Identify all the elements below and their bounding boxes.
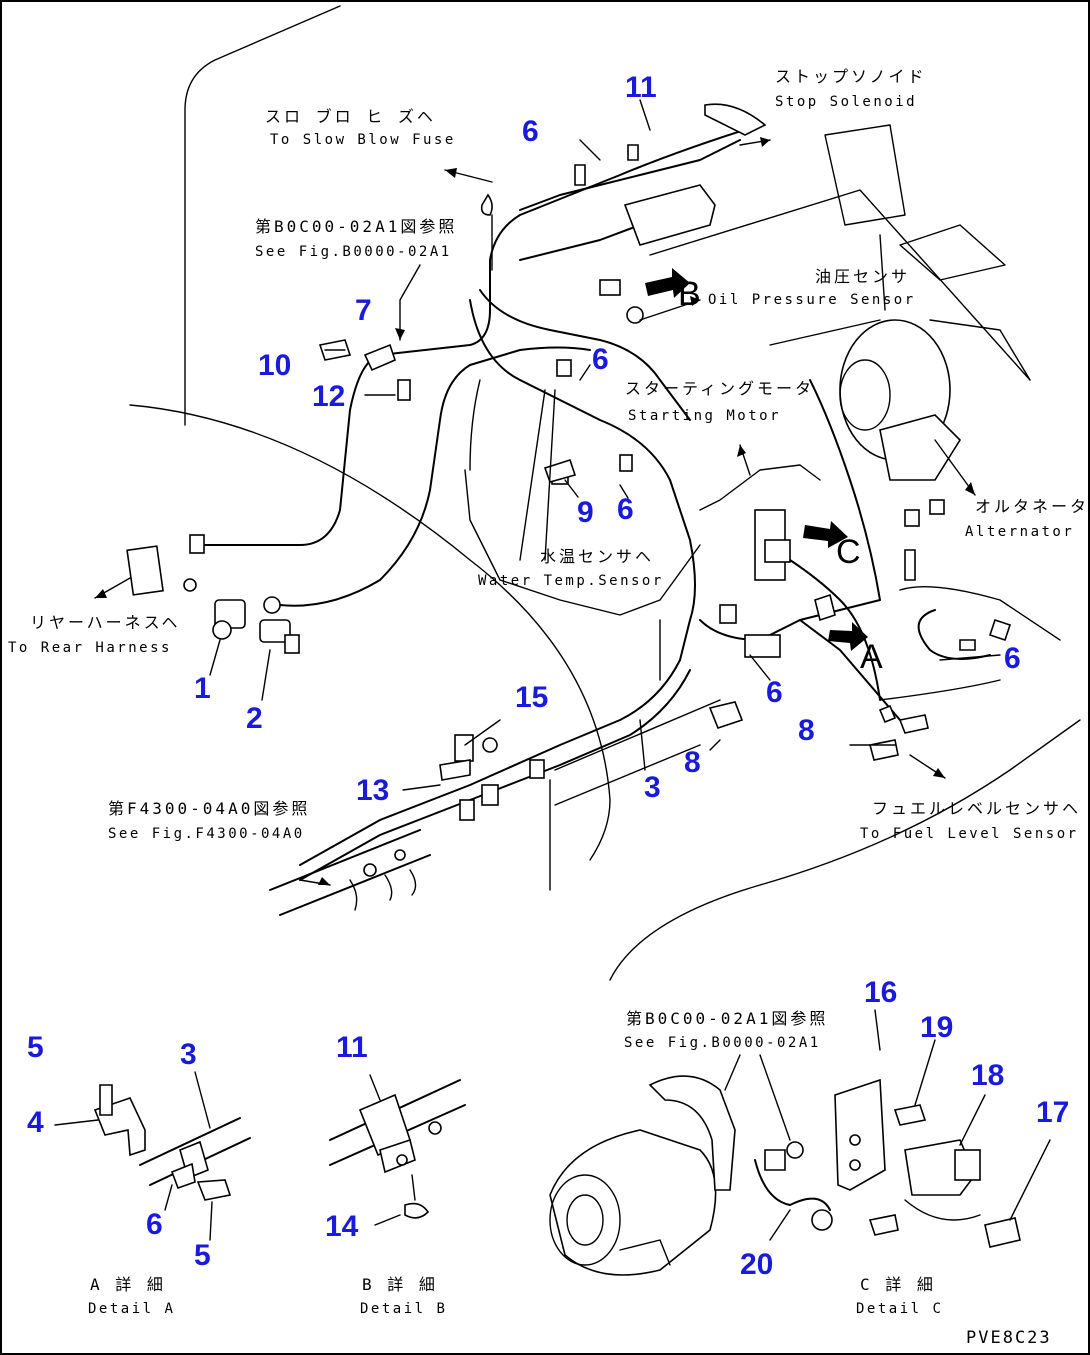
svg-text:第B0C00-02A1図参照: 第B0C00-02A1図参照 bbox=[626, 1009, 828, 1028]
svg-text:Water Temp.Sensor: Water Temp.Sensor bbox=[478, 573, 664, 589]
drawing-code: PVE8C23 bbox=[966, 1328, 1052, 1348]
callout-18: 18 bbox=[971, 1059, 1004, 1092]
svg-text:スロ ブロ ヒ ズヘ: スロ ブロ ヒ ズヘ bbox=[265, 107, 436, 126]
svg-text:B 詳 細: B 詳 細 bbox=[362, 1275, 438, 1294]
callout-14: 14 bbox=[325, 1210, 359, 1243]
leader-lines bbox=[94, 99, 1001, 886]
callout-17: 17 bbox=[1036, 1096, 1069, 1129]
callout-4: 4 bbox=[27, 1106, 44, 1139]
label-alternator: オルタネータ Alternator bbox=[965, 497, 1089, 540]
arrowheads bbox=[95, 137, 975, 885]
view-letter-a: A bbox=[860, 638, 883, 676]
machine-outline bbox=[129, 5, 1081, 981]
callout-6: 6 bbox=[592, 343, 609, 376]
callout-19: 19 bbox=[920, 1011, 953, 1044]
callout-20: 20 bbox=[740, 1248, 773, 1281]
callout-13: 13 bbox=[356, 774, 389, 807]
callout-15: 15 bbox=[515, 681, 548, 714]
label-ref-b0000-top: 第B0C00-02A1図参照 See Fig.B0000-02A1 bbox=[255, 217, 457, 260]
svg-text:Detail A: Detail A bbox=[88, 1301, 175, 1317]
svg-text:水温センサヘ: 水温センサヘ bbox=[540, 547, 654, 566]
svg-text:油圧センサ: 油圧センサ bbox=[815, 267, 910, 286]
callout-6: 6 bbox=[522, 115, 539, 148]
svg-text:ストップソノイド: ストップソノイド bbox=[775, 67, 927, 86]
svg-text:Alternator: Alternator bbox=[965, 524, 1074, 540]
callout-3: 3 bbox=[180, 1038, 197, 1071]
svg-text:スターティングモータ: スターティングモータ bbox=[625, 379, 814, 398]
callout-6: 6 bbox=[617, 493, 634, 526]
svg-text:A 詳 細: A 詳 細 bbox=[90, 1275, 166, 1294]
svg-text:See Fig.B0000-02A1: See Fig.B0000-02A1 bbox=[624, 1035, 821, 1051]
view-letter-b: B bbox=[678, 275, 701, 313]
label-water-temp: 水温センサヘ Water Temp.Sensor bbox=[478, 547, 664, 589]
callout-8: 8 bbox=[684, 746, 701, 779]
svg-text:第B0C00-02A1図参照: 第B0C00-02A1図参照 bbox=[255, 217, 457, 236]
label-rear-harness: リヤーハーネスヘ To Rear Harness bbox=[8, 613, 181, 656]
svg-text:Detail B: Detail B bbox=[360, 1301, 447, 1317]
svg-text:See Fig.B0000-02A1: See Fig.B0000-02A1 bbox=[255, 244, 452, 260]
svg-text:Detail C: Detail C bbox=[856, 1301, 943, 1317]
label-ref-f4300: 第F4300-04A0図参照 See Fig.F4300-04A0 bbox=[108, 799, 310, 842]
detail-a-drawing bbox=[54, 1071, 251, 1241]
svg-text:C 詳 細: C 詳 細 bbox=[860, 1275, 936, 1294]
svg-text:To Fuel Level Sensor: To Fuel Level Sensor bbox=[860, 826, 1079, 842]
svg-text:Stop Solenoid: Stop Solenoid bbox=[775, 94, 917, 110]
callout-11: 11 bbox=[625, 71, 657, 104]
label-slow-blow-fuse: スロ ブロ ヒ ズヘ To Slow Blow Fuse bbox=[265, 107, 456, 148]
svg-text:To Slow Blow Fuse: To Slow Blow Fuse bbox=[270, 132, 456, 148]
svg-text:See Fig.F4300-04A0: See Fig.F4300-04A0 bbox=[108, 826, 305, 842]
label-starting-motor: スターティングモータ Starting Motor bbox=[625, 379, 814, 424]
caption-detail-a: A 詳 細 Detail A bbox=[88, 1275, 175, 1317]
callout-10: 10 bbox=[258, 349, 291, 382]
view-arrows bbox=[645, 268, 868, 651]
detail-b-drawing bbox=[329, 1074, 466, 1226]
svg-text:リヤーハーネスヘ: リヤーハーネスヘ bbox=[30, 613, 181, 632]
svg-text:フュエルレベルセンサヘ: フュエルレベルセンサヘ bbox=[872, 799, 1081, 818]
callout-12: 12 bbox=[312, 380, 345, 413]
callout-6: 6 bbox=[766, 676, 783, 709]
label-fuel-level: フュエルレベルセンサヘ To Fuel Level Sensor bbox=[860, 799, 1081, 842]
callout-1: 1 bbox=[194, 672, 211, 705]
callout-9: 9 bbox=[577, 496, 594, 529]
callout-8: 8 bbox=[798, 714, 815, 747]
callout-6: 6 bbox=[1004, 642, 1021, 675]
callout-11: 11 bbox=[336, 1031, 368, 1064]
svg-text:第F4300-04A0図参照: 第F4300-04A0図参照 bbox=[108, 799, 310, 818]
svg-text:To Rear Harness: To Rear Harness bbox=[8, 640, 172, 656]
view-letter-c: C bbox=[836, 533, 861, 571]
label-ref-b0000-detail: 第B0C00-02A1図参照 See Fig.B0000-02A1 bbox=[624, 1009, 828, 1051]
callout-5: 5 bbox=[27, 1031, 44, 1064]
callout-3: 3 bbox=[644, 771, 661, 804]
callout-2: 2 bbox=[246, 702, 263, 735]
svg-text:Oil Pressure Sensor: Oil Pressure Sensor bbox=[708, 292, 916, 308]
callout-5: 5 bbox=[194, 1239, 211, 1272]
label-stop-solenoid: ストップソノイド Stop Solenoid bbox=[775, 67, 927, 110]
callout-numbers: 11 6 7 10 12 6 9 6 1 2 15 6 6 8 8 3 13 1… bbox=[27, 71, 1069, 1281]
callout-6: 6 bbox=[146, 1208, 163, 1241]
detail-c-drawing bbox=[549, 1009, 1051, 1276]
svg-text:Starting Motor: Starting Motor bbox=[628, 408, 781, 424]
caption-detail-c: C 詳 細 Detail C bbox=[856, 1275, 943, 1317]
caption-detail-b: B 詳 細 Detail B bbox=[360, 1275, 447, 1317]
callout-7: 7 bbox=[355, 294, 372, 327]
svg-text:オルタネータ: オルタネータ bbox=[975, 497, 1089, 516]
harness-parts bbox=[126, 103, 1012, 911]
label-oil-pressure: 油圧センサ Oil Pressure Sensor bbox=[708, 267, 916, 308]
callout-16: 16 bbox=[864, 976, 897, 1009]
alternator-part bbox=[839, 319, 1031, 481]
